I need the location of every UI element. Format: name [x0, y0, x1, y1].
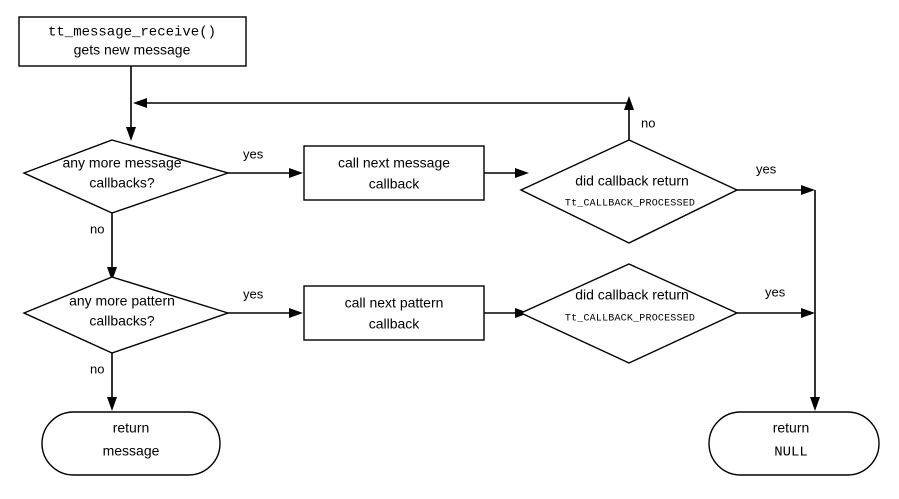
node-decision-message-callbacks-line2: callbacks?	[89, 175, 155, 191]
arrowhead-message-return-no-up	[624, 96, 634, 110]
node-call-pattern-callback[interactable]	[303, 285, 485, 341]
node-decision-message-return-line1: did callback return	[575, 173, 689, 189]
arrowhead-feedback-left	[133, 98, 147, 108]
node-call-message-callback-line1: call next message	[338, 155, 450, 171]
node-decision-pattern-return[interactable]	[519, 263, 739, 364]
node-call-message-callback[interactable]	[303, 145, 485, 201]
arrowhead-pattern-yes	[289, 308, 303, 318]
node-decision-message-return-line2: Tt_CALLBACK_PROCESSED	[565, 199, 695, 210]
arrowhead-message-no	[107, 267, 117, 281]
arrowhead-pattern-return-yes	[801, 308, 815, 318]
node-decision-pattern-return-line1: did callback return	[575, 287, 689, 303]
node-return-message-line2: message	[103, 443, 160, 459]
node-return-message[interactable]	[41, 411, 221, 476]
node-decision-pattern-return-line2: Tt_CALLBACK_PROCESSED	[565, 314, 695, 325]
node-return-null-line1: return	[773, 420, 810, 436]
node-call-pattern-callback-line1: call next pattern	[345, 295, 444, 311]
arrowhead-right-spine-to-null	[810, 397, 820, 411]
edge-label-message-return-no: no	[641, 115, 655, 130]
node-return-null-line2: NULL	[774, 445, 808, 461]
node-decision-pattern-callbacks[interactable]	[22, 276, 231, 354]
node-call-message-callback-line2: callback	[369, 176, 421, 192]
edge-label-message-no: no	[90, 221, 104, 236]
arrowhead-call-message-to-return	[515, 168, 529, 178]
node-decision-message-callbacks[interactable]	[22, 139, 231, 214]
arrowhead-pattern-no	[107, 397, 117, 411]
node-start-line2: gets new message	[74, 42, 191, 58]
node-decision-message-callbacks-line1: any more message	[62, 155, 181, 171]
edge-label-message-return-yes: yes	[756, 161, 777, 176]
edge-label-message-yes: yes	[243, 146, 264, 161]
edge-label-pattern-return-yes: yes	[765, 284, 786, 299]
edge-label-pattern-no: no	[90, 361, 104, 376]
node-return-null[interactable]	[708, 411, 880, 476]
node-start[interactable]	[18, 16, 247, 67]
arrowhead-message-yes	[289, 168, 303, 178]
arrowhead-message-return-yes	[801, 185, 815, 195]
edge-label-pattern-yes: yes	[243, 286, 264, 301]
node-start-line1: tt_message_receive()	[48, 25, 216, 41]
node-decision-message-return[interactable]	[519, 139, 739, 244]
node-call-pattern-callback-line2: callback	[369, 316, 421, 332]
node-decision-pattern-callbacks-line1: any more pattern	[69, 293, 175, 309]
arrowhead-start-to-message-decision	[126, 127, 136, 141]
node-return-message-line1: return	[113, 420, 150, 436]
node-decision-pattern-callbacks-line2: callbacks?	[89, 313, 155, 329]
